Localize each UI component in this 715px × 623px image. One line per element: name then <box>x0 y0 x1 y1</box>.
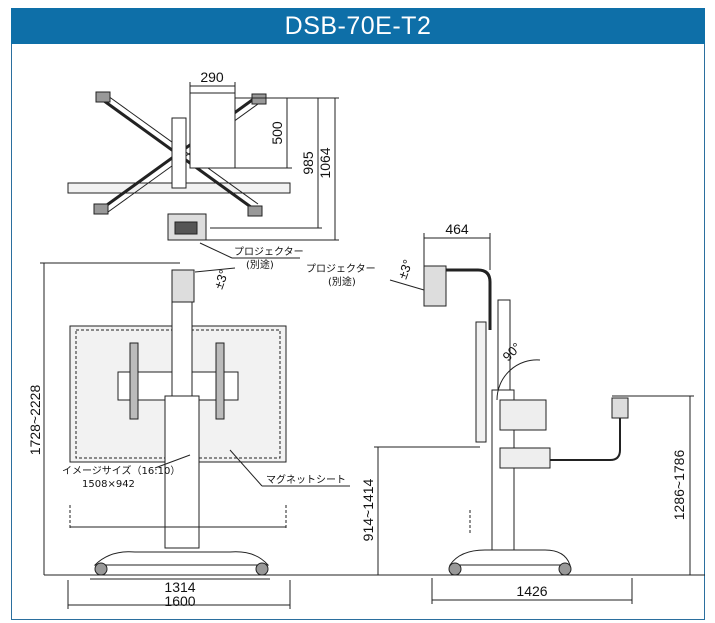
front-view-projector <box>171 269 195 303</box>
page-title: DSB-70E-T2 <box>11 8 705 44</box>
dim-464: 464 <box>445 221 469 237</box>
dim-290: 290 <box>200 69 224 85</box>
dim-1600: 1600 <box>164 593 195 609</box>
side-view-base <box>449 549 571 566</box>
top-view-caster <box>93 203 109 215</box>
dim-985: 985 <box>300 151 316 175</box>
angle-tilt-side: ±3° <box>395 257 416 281</box>
top-view-mount <box>189 92 236 169</box>
side-view <box>374 233 694 604</box>
dim-side-height: 914~1414 <box>360 478 376 541</box>
front-view <box>40 262 705 609</box>
label-projector-side: プロジェクター <box>306 263 376 275</box>
label-image-size: イメージサイズ（16:10） <box>62 464 180 477</box>
side-view-board <box>475 321 487 443</box>
dim-1314: 1314 <box>164 579 195 595</box>
leader-projector-top <box>199 242 233 259</box>
label-magnet-sheet: マグネットシート <box>266 473 346 486</box>
front-view-caster <box>255 562 269 576</box>
front-view-column-lower <box>164 395 200 549</box>
side-view-projector <box>423 265 447 307</box>
label-projector-side-note: (別途) <box>328 275 356 288</box>
leader-image-size <box>154 454 191 469</box>
dim-right-height: 1286~1786 <box>671 450 687 521</box>
front-view-base <box>93 551 270 566</box>
side-view-right-arm <box>550 410 621 461</box>
label-projector-top: プロジェクター <box>234 246 304 258</box>
dim-1426: 1426 <box>516 583 547 599</box>
dim-front-height: 1728~2228 <box>27 385 43 456</box>
side-view-90-arc <box>496 359 541 401</box>
dim-500: 500 <box>269 121 285 145</box>
top-view-caster <box>247 205 263 217</box>
leader-projector-side <box>389 279 425 291</box>
front-view-caster <box>94 562 108 576</box>
top-view-caster <box>95 91 111 103</box>
dim-1064: 1064 <box>317 147 333 178</box>
angle-tilt-front: ±3° <box>211 267 232 291</box>
top-view-caster <box>251 93 267 105</box>
top-view-column <box>171 117 187 189</box>
top-view-projector-lens <box>174 221 198 235</box>
label-projector-top-note: (別途) <box>246 258 274 271</box>
label-image-size-value: 1508×942 <box>82 479 135 490</box>
top-view <box>67 82 339 259</box>
side-view-arm <box>430 268 492 330</box>
leader-magnet-sheet <box>229 449 263 487</box>
